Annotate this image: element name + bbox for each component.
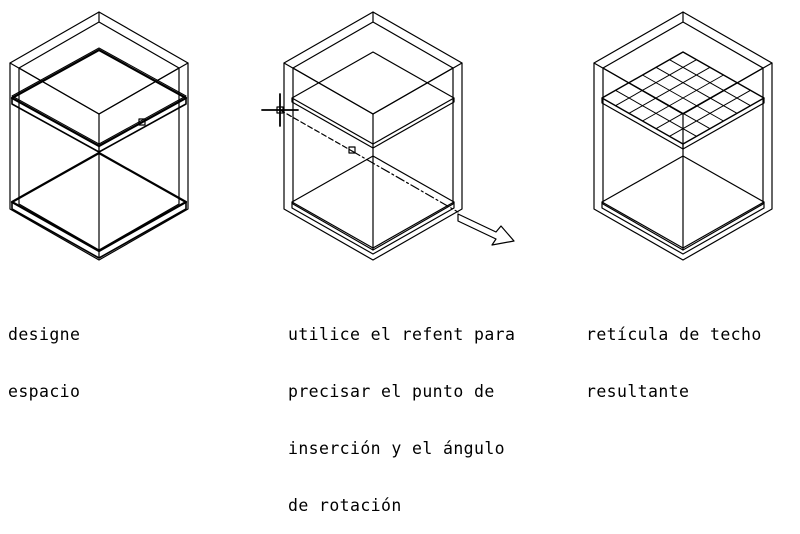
floor-plane [291,155,455,255]
caption-line: designe [8,325,81,344]
caption-use-object-snap: utilice el refent para precisar el punto… [288,287,515,534]
box-frame [283,11,463,261]
box-frame [593,11,773,261]
panel-2-box-icon [261,11,515,261]
grip-marker-icon [348,146,356,154]
grip-marker-icon [138,118,146,126]
caption-line: retícula de techo [586,325,762,344]
caption-designate-space: designe espacio [8,287,80,420]
panel-1-box-icon [9,11,189,261]
rotation-arrow-icon [457,213,515,246]
floor-plane [601,155,765,255]
panel-3-box-icon [593,11,773,261]
grid-line [615,89,697,137]
caption-line: utilice el refent para [288,325,516,344]
box-frame [9,11,189,261]
ceiling-grid-diagram [9,11,773,261]
ceiling-grid [601,51,765,150]
rotation-guide-line [279,109,459,213]
caption-line: de rotación [288,496,402,515]
floor-plane [10,151,188,259]
caption-resulting-ceiling-grid: retícula de techo resultante [586,287,762,420]
caption-line: precisar el punto de [288,382,495,401]
ceiling-plane [291,51,455,149]
caption-line: espacio [8,382,81,401]
caption-line: resultante [586,382,690,401]
caption-line: inserción y el ángulo [288,439,506,458]
